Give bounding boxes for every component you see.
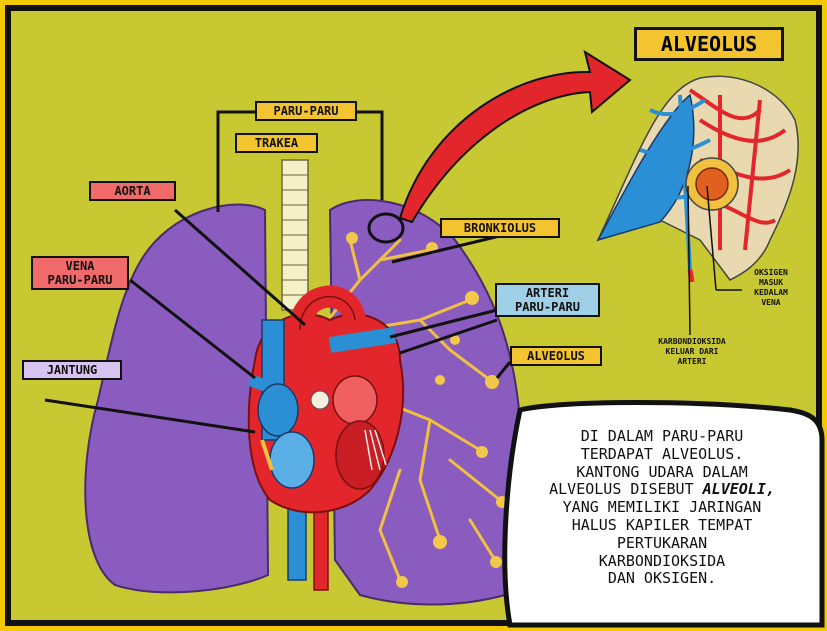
label-vena-paru-paru: VENA PARU-PARU [31, 256, 129, 290]
note-karbondioksida: KARBONDIOKSIDA KELUAR DARI ARTERI [622, 337, 762, 367]
label-jantung: JANTUNG [22, 360, 122, 380]
bubble-line-9: DAN OKSIGEN. [500, 570, 824, 588]
label-paru-paru: PARU-PARU [255, 101, 357, 121]
inset-title: ALVEOLUS [634, 27, 784, 61]
label-vena-line1: VENA [37, 259, 123, 273]
bubble-text: DI DALAM PARU-PARU TERDAPAT ALVEOLUS. KA… [500, 428, 824, 588]
label-arteri-paru-paru: ARTERI PARU-PARU [495, 283, 600, 317]
note-karbon-line2: KELUAR DARI [622, 347, 762, 357]
label-arteri-line1: ARTERI [501, 286, 594, 300]
label-vena-line2: PARU-PARU [37, 273, 123, 287]
bubble-line-4: ALVEOLUS DISEBUT ALVEOLI, [500, 481, 824, 499]
bubble-line-8: KARBONDIOKSIDA [500, 553, 824, 571]
label-bronkiolus: BRONKIOLUS [440, 218, 560, 238]
label-arteri-line2: PARU-PARU [501, 300, 594, 314]
bubble-line-4-prefix: ALVEOLUS DISEBUT [549, 480, 703, 498]
note-oksigen-line2: MASUK [726, 278, 816, 288]
bubble-line-4-emphasis: ALVEOLI, [703, 480, 775, 498]
note-oksigen-line1: OKSIGEN [726, 268, 816, 278]
note-karbon-line3: ARTERI [622, 357, 762, 367]
bubble-line-3: KANTONG UDARA DALAM [500, 464, 824, 482]
label-alveolus: ALVEOLUS [510, 346, 602, 366]
bubble-line-1: DI DALAM PARU-PARU [500, 428, 824, 446]
trachea [282, 160, 308, 310]
bubble-line-6: HALUS KAPILER TEMPAT [500, 517, 824, 535]
label-trakea: TRAKEA [235, 133, 318, 153]
note-oksigen: OKSIGEN MASUK KEDALAM VENA [726, 268, 816, 308]
note-oksigen-line3: KEDALAM [726, 288, 816, 298]
label-aorta: AORTA [89, 181, 176, 201]
note-karbon-line1: KARBONDIOKSIDA [622, 337, 762, 347]
note-oksigen-line4: VENA [726, 298, 816, 308]
bubble-line-2: TERDAPAT ALVEOLUS. [500, 446, 824, 464]
bubble-line-7: PERTUKARAN [500, 535, 824, 553]
bubble-line-5: YANG MEMILIKI JARINGAN [500, 499, 824, 517]
